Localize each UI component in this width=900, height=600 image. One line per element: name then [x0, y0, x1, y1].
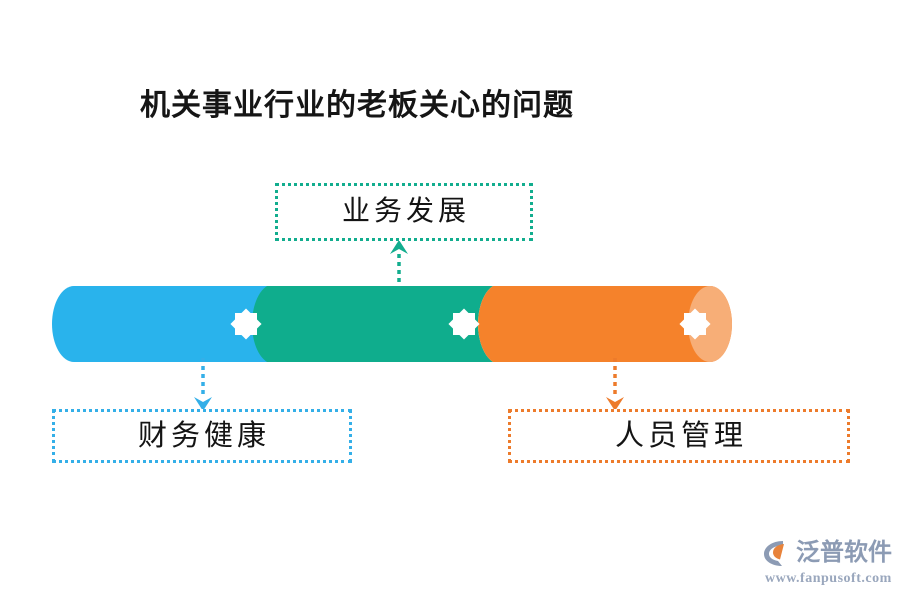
callout-label-finance: 财务健康 — [137, 419, 270, 452]
logo-row: 泛普软件 — [762, 536, 894, 570]
connector-arrow-finance — [188, 358, 218, 412]
callout-label-personnel: 人员管理 — [614, 419, 747, 452]
logo-url: www.fanpusoft.com — [765, 571, 892, 586]
eight-point-star-icon — [448, 308, 480, 340]
watermark-logo: 泛普软件 www.fanpusoft.com — [762, 536, 894, 590]
eight-point-star-icon — [230, 308, 262, 340]
callout-label-business: 业务发展 — [341, 196, 470, 227]
connector-arrow-personnel — [600, 358, 630, 412]
callout-box-personnel[interactable]: 人员管理 — [508, 409, 850, 463]
logo-wordmark: 泛普软件 — [796, 539, 892, 566]
cylinder-segment-business — [252, 286, 500, 362]
page-title: 机关事业行业的老板关心的问题 — [140, 89, 574, 122]
cylinder-segment-personnel — [478, 286, 732, 362]
fanpu-logo-icon — [762, 538, 794, 568]
connector-arrow-business — [384, 240, 414, 290]
callout-box-finance[interactable]: 财务健康 — [52, 409, 352, 463]
callout-box-business[interactable]: 业务发展 — [275, 183, 533, 241]
segmented-cylinder-bar — [52, 286, 732, 362]
